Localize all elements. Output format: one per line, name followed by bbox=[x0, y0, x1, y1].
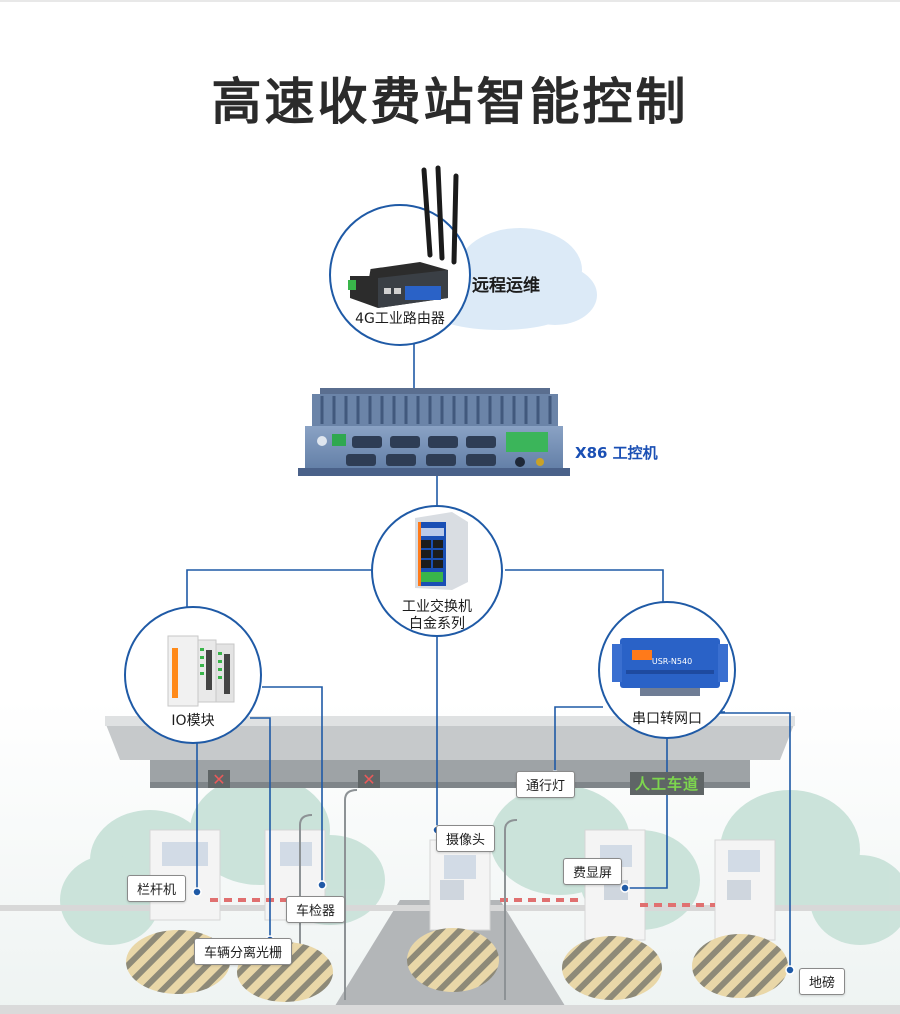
callout-traffic-light: 通行灯 bbox=[516, 771, 576, 798]
cloud-label: 远程运维 bbox=[472, 276, 540, 296]
callout-barrier: 栏杆机 bbox=[127, 875, 187, 902]
serial-device-text: USR-N540 bbox=[652, 657, 692, 666]
switch-label-line2: 白金系列 bbox=[409, 616, 465, 632]
io-label: IO模块 bbox=[171, 713, 215, 729]
ipc-label: X86 工控机 bbox=[575, 444, 658, 462]
switch-label-line1: 工业交换机 bbox=[402, 599, 472, 615]
serial-server-icon: USR-N540 bbox=[612, 638, 728, 696]
callout-light-curtain: 车辆分离光栅 bbox=[194, 938, 293, 965]
switch-icon bbox=[415, 512, 468, 590]
svg-text:✕: ✕ bbox=[362, 770, 375, 789]
callout-weighbridge: 地磅 bbox=[799, 968, 846, 995]
switch-label: 工业交换机 白金系列 bbox=[377, 599, 497, 633]
connector-lines bbox=[186, 340, 791, 970]
serial-label: 串口转网口 bbox=[632, 711, 702, 727]
callout-vehicle-detector: 车检器 bbox=[286, 896, 346, 923]
router-label: 4G工业路由器 bbox=[355, 311, 445, 327]
ipc-device-icon bbox=[298, 388, 570, 476]
callout-fee-display: 费显屏 bbox=[563, 858, 623, 885]
io-module-icon bbox=[167, 635, 235, 707]
lane-sign: 人工车道 bbox=[630, 772, 705, 795]
top-border bbox=[0, 0, 900, 2]
router-icon bbox=[343, 165, 459, 308]
page-title: 高速收费站智能控制 bbox=[211, 73, 689, 131]
toll-plaza-scene: ✕ ✕ bbox=[0, 700, 900, 1014]
callout-camera: 摄像头 bbox=[436, 825, 496, 852]
svg-text:✕: ✕ bbox=[212, 770, 225, 789]
